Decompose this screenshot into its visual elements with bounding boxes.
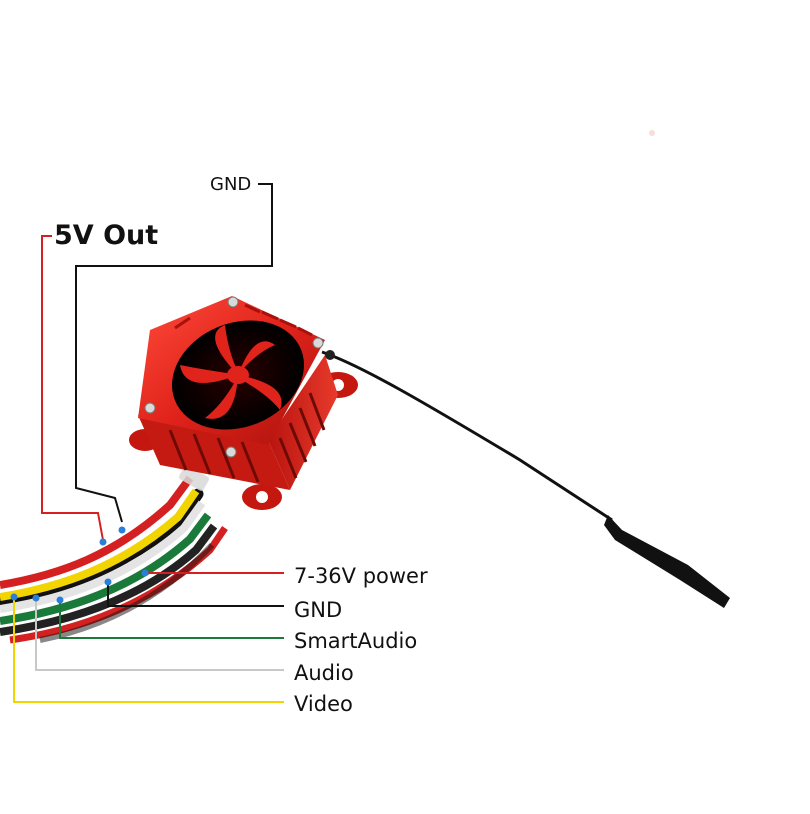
- label-gnd: GND: [294, 598, 343, 622]
- wire-harness: [0, 465, 228, 644]
- vtx-fan-module-icon: [129, 296, 358, 510]
- label-gnd-top: GND: [210, 174, 252, 195]
- connection-dots: [10, 526, 149, 604]
- label-video: Video: [294, 692, 353, 716]
- antenna-icon: [321, 350, 730, 608]
- label-power: 7-36V power: [294, 564, 428, 588]
- callout-lines: [13, 183, 284, 703]
- label-5v-out: 5V Out: [54, 220, 159, 251]
- label-smartaudio: SmartAudio: [294, 629, 418, 653]
- label-audio: Audio: [294, 661, 354, 685]
